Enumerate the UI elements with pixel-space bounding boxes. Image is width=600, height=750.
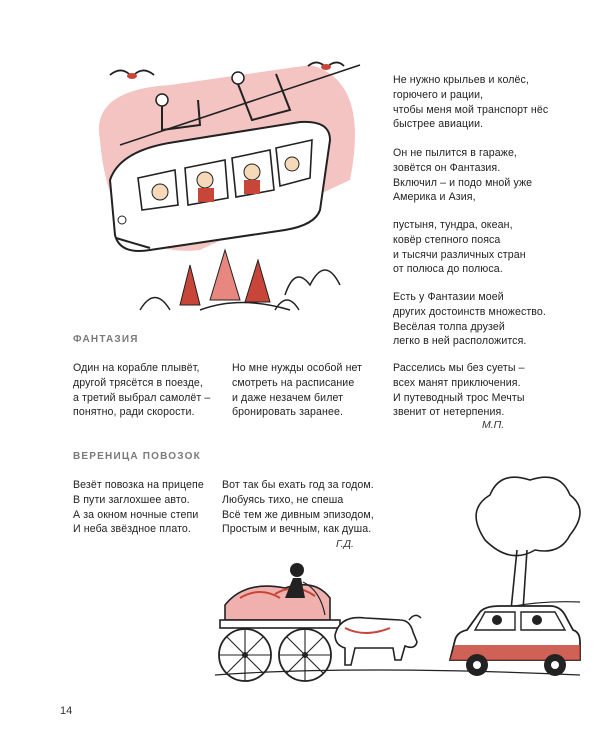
ox-cart-illustration (214, 476, 581, 682)
poem-line: а третий выбрал самолёт – (73, 391, 211, 404)
ox-icon (334, 614, 422, 666)
poem-line: других достоинств множество. (393, 305, 546, 318)
poem-line: и даже незачем билет (232, 391, 344, 404)
poem-line: звенит от нетерпения. (393, 406, 505, 419)
bird-left-icon (109, 69, 155, 79)
poem-line: Весёлая толпа друзей (393, 320, 505, 333)
poem-line: Вот так бы ехать год за годом. (222, 479, 374, 491)
bird-right-icon (307, 61, 345, 70)
caravan-right-stanza: Вот так бы ехать год за годом. Любуясь т… (222, 478, 374, 537)
poem-line: В пути заглохшее авто. (73, 493, 190, 506)
caravan-left-stanza: Везёт повозка на прицепе В пути заглохше… (73, 478, 204, 537)
fantasy-stanza-5: Расселись мы без суеты – всех манят прик… (393, 361, 525, 420)
poem-line: А за окном ночные степи (73, 508, 199, 521)
poem-line: Расселись мы без суеты – (393, 362, 525, 374)
poem-line: ковёр степного пояса (393, 233, 501, 246)
poem-line: Всё тем же дивным эпизодом, (222, 508, 374, 521)
cable-car-illustration (98, 61, 361, 311)
poem-line: Любуясь тихо, не спеша (222, 493, 344, 506)
poem-line: зовётся он Фантазия. (393, 161, 501, 174)
poem-line: другой трясётся в поезде, (73, 376, 203, 389)
poem-line: и тысячи различных стран (393, 248, 526, 261)
fantasy-title: ФАНТАЗИЯ (73, 334, 139, 345)
tree-icon (475, 476, 581, 611)
poem-line: И путеводный трос Мечты (393, 391, 525, 404)
poem-line: быстрее авиации. (393, 118, 484, 131)
poem-line: от полюса до полюса. (393, 263, 503, 276)
poem-line: легко в ней расположится. (393, 335, 527, 348)
fantasy-middle-stanza: Но мне нужды особой нет смотреть на расп… (232, 361, 362, 420)
fantasy-stanza-1: Не нужно крыльев и колёс, горючего и рац… (393, 73, 548, 132)
caravan-title: ВЕРЕНИЦА ПОВОЗОК (73, 451, 201, 462)
poem-line: Не нужно крыльев и колёс, (393, 74, 529, 86)
poem-line: чтобы меня мой транспорт нёс (393, 103, 549, 116)
poem-line: пустыня, тундра, океан, (393, 219, 513, 231)
poem-line: бронировать заранее. (232, 406, 343, 419)
fantasy-signature: М.П. (482, 419, 505, 431)
fantasy-stanza-3: пустыня, тундра, океан, ковёр степного п… (393, 218, 526, 277)
poem-line: Простым и вечным, как душа. (222, 523, 372, 536)
poem-line: смотреть на расписание (232, 376, 355, 389)
poem-line: горючего и рации, (393, 88, 484, 101)
poem-line: Он не пылится в гараже, (393, 147, 517, 159)
fantasy-left-stanza: Один на корабле плывёт, другой трясётся … (73, 361, 210, 420)
poem-line: И неба звёздное плато. (73, 523, 191, 536)
car-icon (448, 605, 581, 676)
poem-line: Один на корабле плывёт, (73, 362, 200, 374)
page-number: 14 (60, 705, 73, 717)
poem-line: Включил – и подо мной уже (393, 176, 533, 189)
poem-line: всех манят приключения. (393, 376, 521, 389)
caravan-signature: Г.Д. (336, 538, 354, 550)
poem-line: Но мне нужды особой нет (232, 362, 363, 374)
poem-line: Везёт повозка на прицепе (73, 479, 204, 491)
fantasy-stanza-4: Есть у Фантазии моей других достоинств м… (393, 290, 546, 349)
poem-line: Есть у Фантазии моей (393, 291, 504, 303)
poem-line: Америка и Азия, (393, 191, 476, 204)
fantasy-stanza-2: Он не пылится в гараже, зовётся он Фанта… (393, 146, 532, 205)
poem-line: понятно, ради скорости. (73, 406, 195, 419)
